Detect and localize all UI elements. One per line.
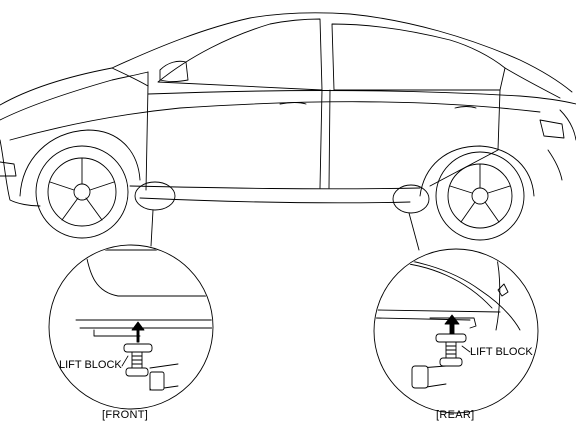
rear-lift-point-marker xyxy=(392,184,430,214)
front-lift-point-marker xyxy=(134,181,176,211)
rear-label-leader xyxy=(461,345,471,353)
front-detail-view xyxy=(48,244,214,410)
rear-lift-block-label: LIFT BLOCK xyxy=(470,346,533,358)
rear-leader-line xyxy=(408,212,420,251)
front-caption: [FRONT] xyxy=(102,409,149,421)
front-label-leader xyxy=(121,355,129,367)
rear-caption: [REAR] xyxy=(436,409,475,421)
car-side-view xyxy=(0,12,576,241)
rear-detail-view xyxy=(373,248,539,414)
front-leader-line xyxy=(150,209,154,247)
front-lift-block-label: LIFT BLOCK xyxy=(59,359,122,371)
